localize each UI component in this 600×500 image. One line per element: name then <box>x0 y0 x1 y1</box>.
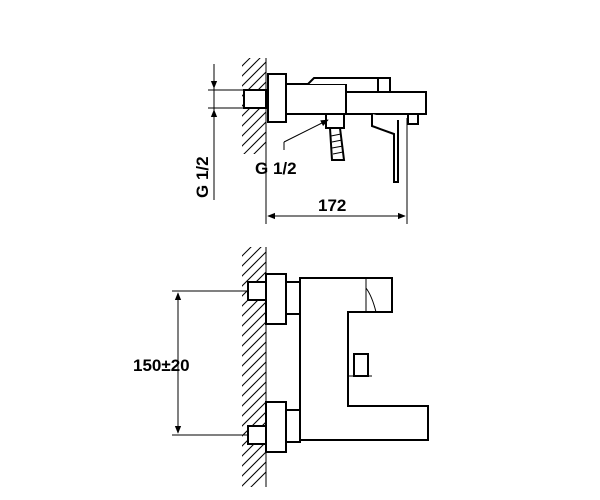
spacing-label: 150±20 <box>133 356 190 375</box>
eccentric-lower <box>285 409 301 443</box>
thread-label-callout: G 1/2 <box>255 159 297 178</box>
side-view: G 1/2 G 1/2 172 <box>193 58 427 224</box>
spout-side <box>345 91 427 115</box>
inlet-fitting-lower <box>247 425 267 445</box>
depth-label: 172 <box>318 196 346 215</box>
escutcheon-top <box>267 73 287 123</box>
hose-nut <box>325 113 345 129</box>
valve-body-side <box>285 83 347 115</box>
eccentric-upper <box>285 281 301 315</box>
thread-label-left: G 1/2 <box>193 156 212 198</box>
lever-curve-front <box>365 287 377 313</box>
escutcheon-upper <box>265 273 287 325</box>
escutcheon-lower <box>265 401 287 453</box>
diverter-knob-side <box>377 77 391 93</box>
lever-side <box>371 114 399 183</box>
front-view: 150±20 <box>133 247 429 487</box>
spout-outlet-side <box>407 113 419 125</box>
valve-body-front <box>299 277 429 441</box>
wall-hatch-bottom <box>242 247 266 487</box>
inlet-fitting-top <box>243 89 267 109</box>
valve-top-cap <box>307 77 387 85</box>
hose-connector <box>328 127 346 161</box>
inlet-fitting-upper <box>247 281 267 301</box>
thread-leader <box>283 119 329 143</box>
diverter-knob-front <box>353 353 369 377</box>
